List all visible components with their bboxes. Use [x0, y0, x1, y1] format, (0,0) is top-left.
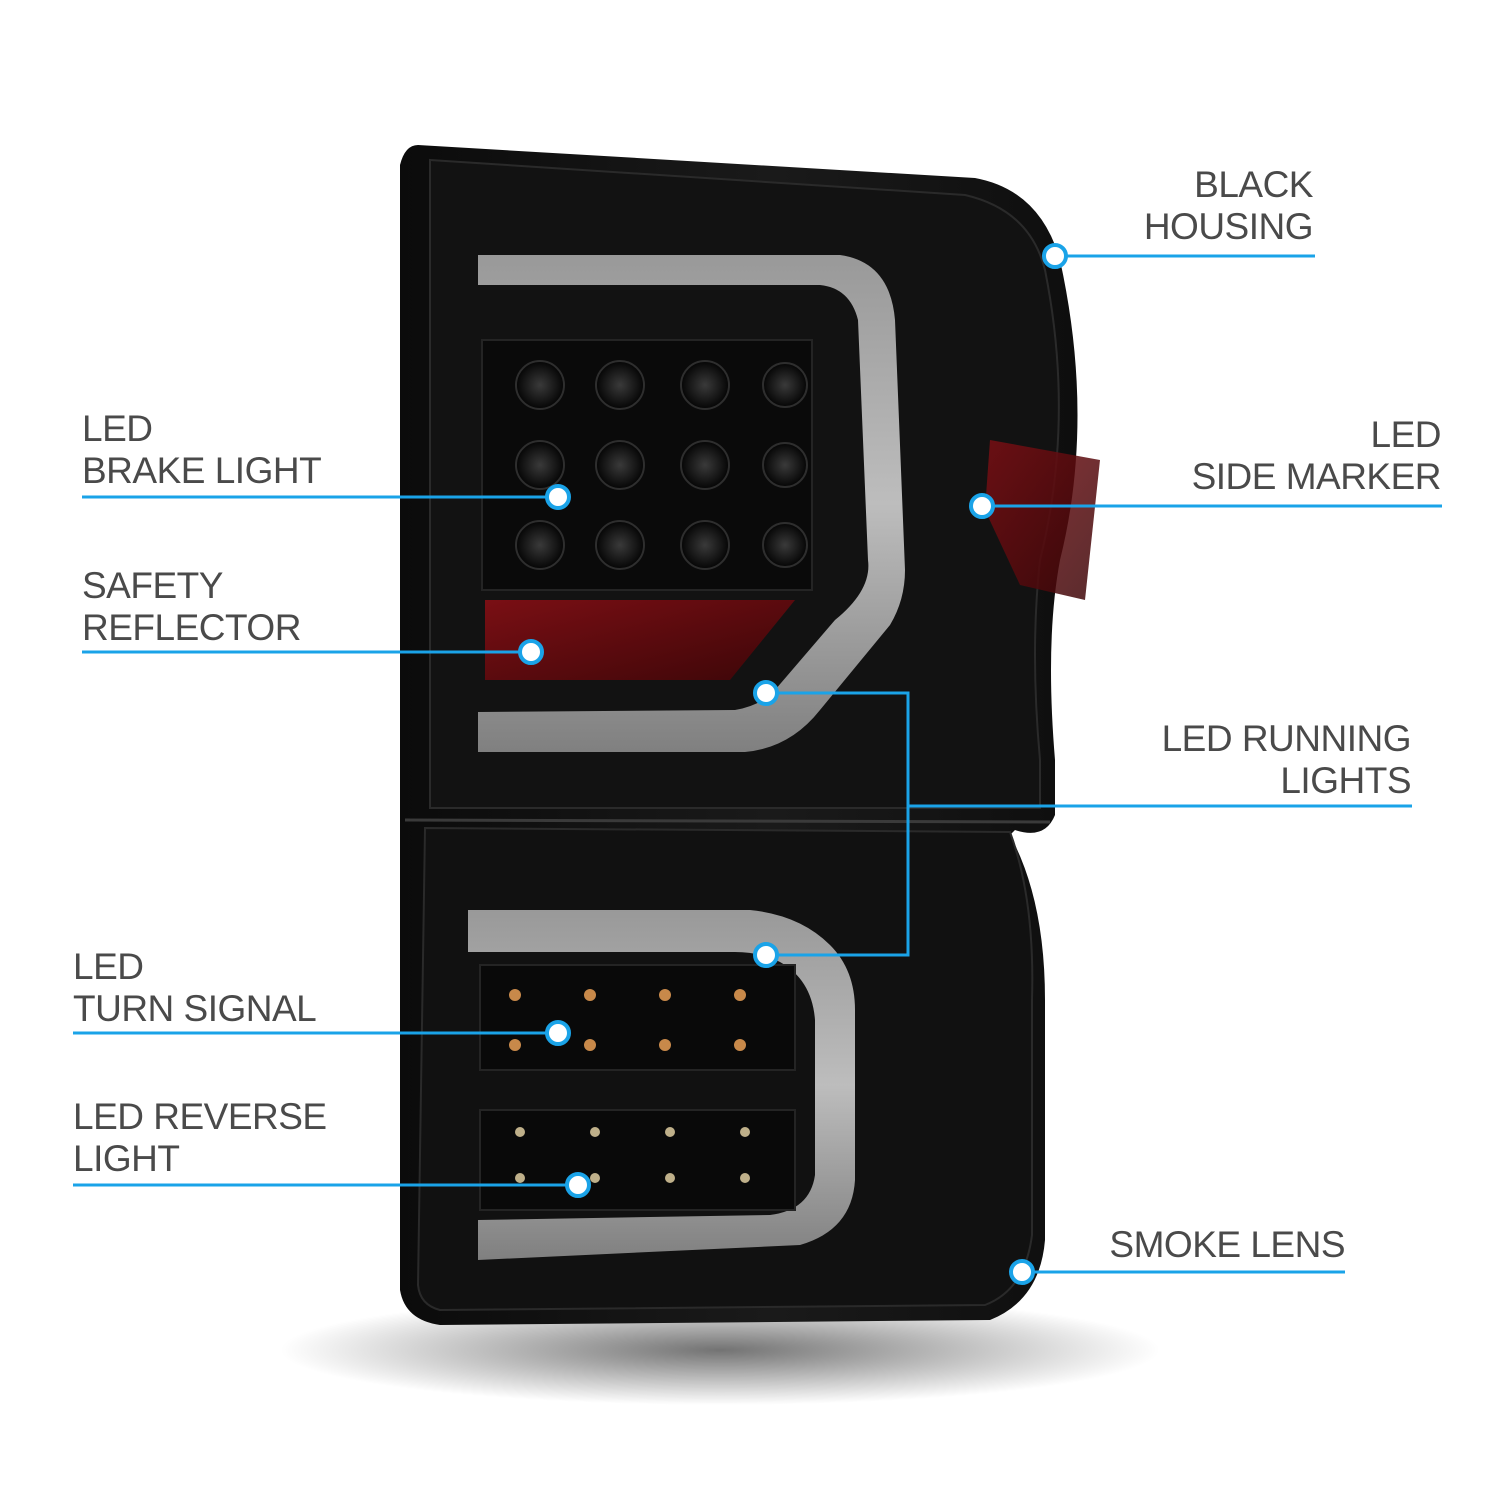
label-brake-light: LED BRAKE LIGHT [82, 408, 322, 492]
callout-dots [518, 243, 1068, 1285]
callout-dot-smoke-lens [1009, 1259, 1035, 1285]
label-turn-signal-line2: TURN SIGNAL [73, 988, 317, 1029]
label-black-housing: BLACK HOUSING [1143, 164, 1314, 248]
reverse-light-panel [479, 1109, 796, 1211]
label-brake-light-line1: LED [82, 408, 153, 449]
turn-signal-panel [479, 964, 796, 1071]
callout-dot-black-housing [1042, 243, 1068, 269]
label-turn-signal: LED TURN SIGNAL [73, 946, 317, 1030]
label-side-marker-line2: SIDE MARKER [1191, 456, 1442, 497]
callout-dot-brake-light [545, 484, 571, 510]
label-black-housing-line1: BLACK [1194, 164, 1313, 205]
reverse-leds [515, 1127, 750, 1183]
lower-running-light-bar [468, 910, 855, 1260]
callout-dot-safety-reflector [518, 639, 544, 665]
label-smoke-lens-line1: SMOKE LENS [1109, 1224, 1345, 1265]
callout-dot-turn-signal [545, 1020, 571, 1046]
housing-seam [404, 818, 1051, 824]
label-turn-signal-line1: LED [73, 946, 144, 987]
label-side-marker: LED SIDE MARKER [1191, 414, 1442, 498]
label-running-lights-line2: LIGHTS [1280, 760, 1411, 801]
label-safety-reflector-line1: SAFETY [82, 565, 223, 606]
side-marker-lens [985, 440, 1100, 600]
upper-running-light-bar [478, 255, 905, 752]
label-reverse-light-line1: LED REVERSE [73, 1096, 327, 1137]
callout-dot-running-upper [753, 680, 779, 706]
callout-line-running-lights [766, 691, 1412, 957]
label-reverse-light: LED REVERSE LIGHT [73, 1096, 327, 1180]
label-side-marker-line1: LED [1370, 414, 1442, 455]
callout-lines [73, 254, 1442, 1274]
callout-dot-side-marker [969, 493, 995, 519]
safety-reflector-lens [485, 600, 795, 680]
brake-led-grid [515, 360, 808, 570]
label-running-lights-line1: LED RUNNING [1161, 718, 1412, 759]
callout-dot-reverse-light [565, 1172, 591, 1198]
turn-signal-leds [509, 989, 746, 1051]
label-safety-reflector-line2: REFLECTOR [82, 607, 301, 648]
label-running-lights: LED RUNNING LIGHTS [1161, 718, 1412, 802]
label-smoke-lens: SMOKE LENS [1109, 1224, 1345, 1266]
label-brake-light-line2: BRAKE LIGHT [82, 450, 322, 491]
label-black-housing-line2: HOUSING [1143, 206, 1314, 247]
label-safety-reflector: SAFETY REFLECTOR [82, 565, 301, 649]
label-reverse-light-line2: LIGHT [73, 1138, 180, 1179]
callout-dot-running-lower [753, 942, 779, 968]
